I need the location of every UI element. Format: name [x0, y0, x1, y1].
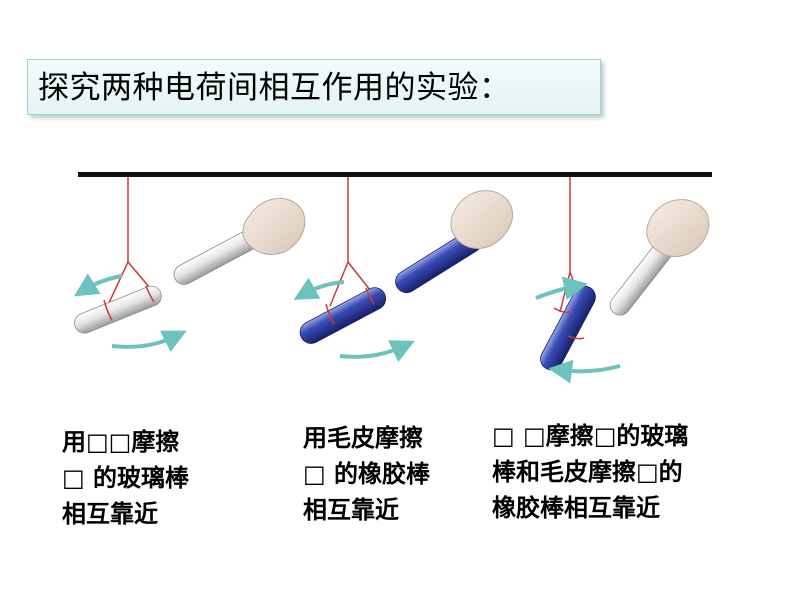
caption-line: 棒和毛皮摩擦□的: [492, 458, 683, 486]
support-bar: [78, 172, 712, 177]
arrow-left: [548, 359, 621, 384]
title-box: 探究两种电荷间相互作用的实验：: [27, 59, 601, 115]
hanging-rubber-rod: [299, 287, 387, 344]
string-loop: [103, 285, 155, 321]
arrow-right: [339, 340, 415, 362]
caption-glass-glass: 用□□摩擦 □ 的玻璃棒 相互靠近: [62, 424, 262, 532]
hand: [450, 190, 513, 249]
string-loop: [553, 307, 585, 340]
caption-line: □ 的玻璃棒: [62, 464, 190, 492]
caption-line: □ 的橡胶棒: [303, 460, 431, 488]
scene-3-rubber-glass: [535, 177, 710, 384]
string-loop: [325, 287, 375, 325]
hanging-glass-rod: [74, 285, 162, 334]
caption-line: 相互靠近: [62, 500, 158, 528]
string-sling: [107, 261, 151, 306]
hand: [242, 197, 306, 255]
caption-line: 相互靠近: [303, 496, 399, 524]
arrow-right: [111, 330, 187, 353]
hanging-rubber-rod: [540, 285, 596, 371]
hand: [646, 199, 710, 257]
arrow-left: [293, 277, 345, 300]
caption-line: 用□□摩擦: [62, 428, 180, 456]
caption-line: □ □摩擦□的玻璃: [492, 422, 689, 450]
scene-1-glass-glass: [73, 177, 306, 353]
arrow-right: [535, 276, 588, 301]
caption-rubber-rubber: 用毛皮摩擦 □ 的橡胶棒 相互靠近: [303, 420, 503, 528]
caption-glass-rubber: □ □摩擦□的玻璃 棒和毛皮摩擦□的 橡胶棒相互靠近: [492, 418, 792, 526]
caption-line: 用毛皮摩擦: [303, 424, 423, 452]
arrow-left: [73, 273, 123, 297]
page-title: 探究两种电荷间相互作用的实验：: [38, 70, 511, 106]
caption-line: 橡胶棒相互靠近: [492, 494, 660, 522]
scene-2-rubber-rubber: [293, 177, 513, 362]
